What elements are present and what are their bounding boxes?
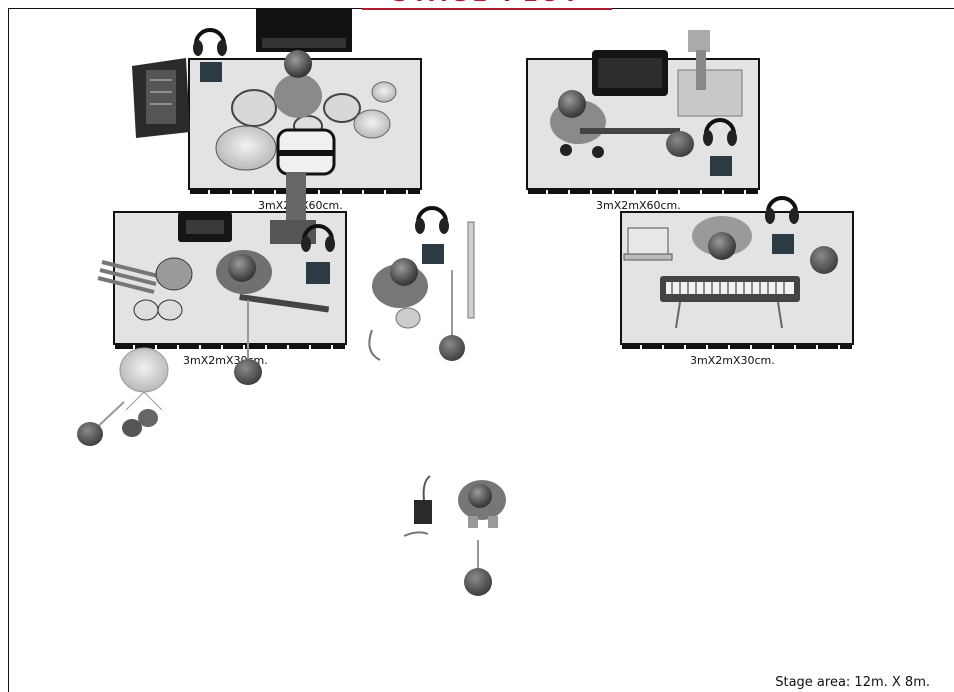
headphones-icon (703, 118, 737, 176)
cymbal-stand-icon (119, 347, 169, 437)
headphones-icon (193, 28, 227, 82)
flutist-icon (368, 258, 428, 361)
guitarist-icon (550, 90, 680, 158)
headphones-icon (301, 224, 335, 284)
drum-kit-icon (215, 81, 397, 176)
keyboard-icon (660, 276, 800, 329)
monitor-wedge-icon (666, 131, 694, 157)
keyboardist-icon (692, 216, 752, 260)
mic-stand-icon (234, 300, 262, 385)
headphones-icon (415, 206, 449, 264)
vocalist-icon (458, 480, 506, 528)
headphones-icon (765, 196, 799, 254)
mic-stand-icon (464, 540, 492, 596)
riser-label-keys: 3mX2mX30cm. (690, 354, 775, 367)
riser-label-guitar: 3mX2mX60cm. (596, 199, 681, 212)
effects-stand-icon (677, 30, 743, 117)
page-title: STAGE PLOT (362, 0, 612, 10)
mic-stand-icon (439, 270, 465, 361)
rear-speaker-cabinet (256, 8, 352, 52)
bassist-icon (216, 250, 330, 313)
riser-legs (115, 345, 345, 349)
monitor-wedge-icon (810, 246, 838, 274)
xylophone-icon (97, 257, 193, 321)
guitar-amp-icon (592, 50, 668, 96)
bass-amp-icon (178, 212, 232, 242)
stage-area-note: Stage area: 12m. X 8m. (775, 675, 930, 690)
flute-icon (467, 221, 475, 319)
riser-legs (622, 345, 852, 349)
equipment-rack-icon (132, 58, 190, 138)
mic-stand-icon (77, 401, 125, 446)
laptop-icon (623, 227, 673, 261)
riser-legs (528, 190, 758, 194)
wireless-pack-icon (403, 475, 432, 537)
drummer-icon (270, 50, 322, 244)
